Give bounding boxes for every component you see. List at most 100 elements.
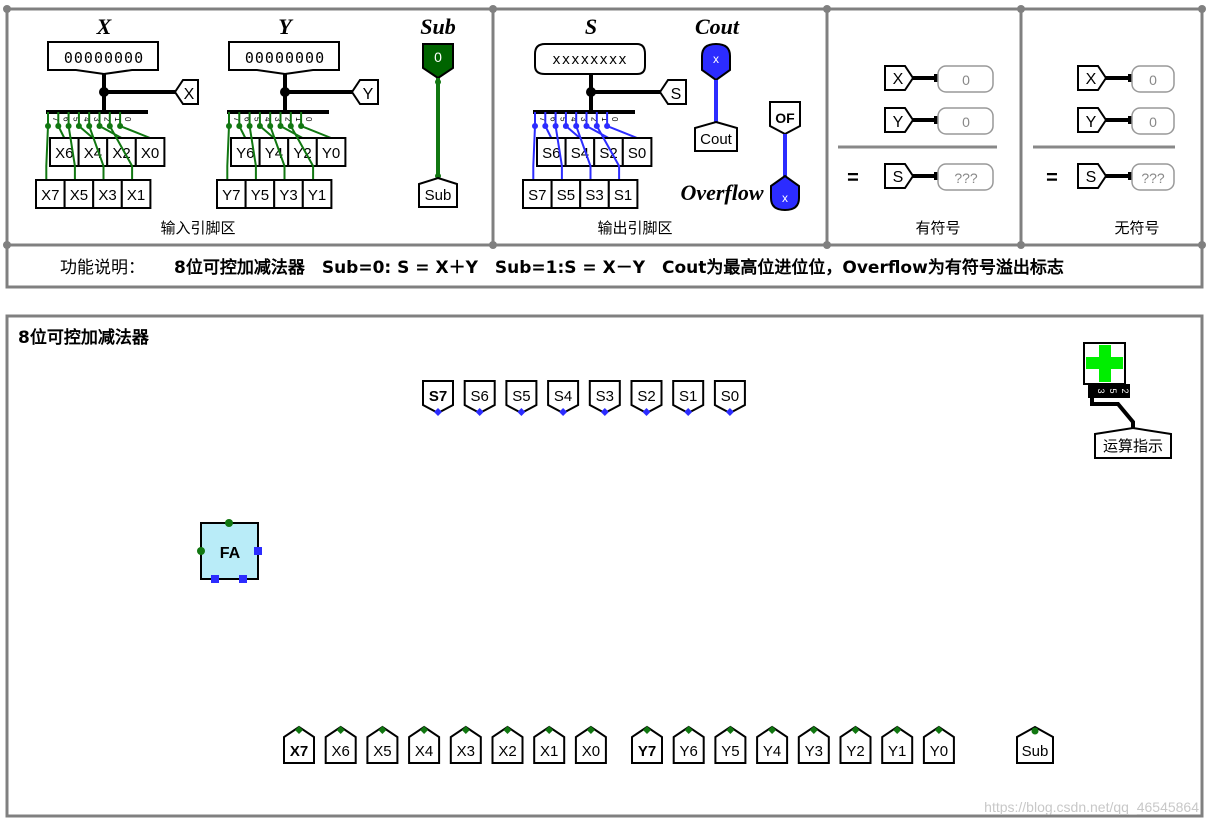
main-input-tunnel[interactable]: Y6 [672, 725, 705, 764]
main-panel-border [5, 314, 1204, 818]
s-bottom-pin[interactable]: S7 [522, 179, 553, 209]
main-input-tunnel[interactable]: X4 [408, 725, 441, 764]
s-top-pin[interactable]: S2 [593, 137, 624, 167]
x-split-bit: 7 [51, 117, 60, 122]
s-bus-label: S [585, 14, 597, 39]
sub-label: Sub [420, 14, 455, 39]
main-input-port [726, 726, 735, 734]
main-input-tunnel[interactable]: X2 [491, 725, 524, 764]
y-top-pin-label: Y6 [236, 145, 254, 162]
main-output-port [642, 408, 651, 416]
cout-output-pin: x [701, 42, 731, 82]
s-tunnel-label: S [671, 86, 682, 103]
main-output-tunnel[interactable]: S1 [672, 380, 705, 416]
overflow-output-value: x [782, 191, 788, 205]
sub-tunnel[interactable]: Sub [418, 176, 458, 208]
x-bus-junction [99, 87, 109, 97]
s-bottom-pin[interactable]: S5 [550, 179, 582, 209]
full-adder-block[interactable]: FA [197, 519, 262, 583]
main-input-tunnel[interactable]: X3 [449, 725, 482, 764]
unsigned-y-tunnel[interactable]: Y [1077, 107, 1108, 133]
y-bottom-pin-label: Y3 [279, 187, 297, 204]
main-input-tunnel[interactable]: Y3 [797, 725, 830, 764]
signed-s-value: ??? [954, 170, 978, 186]
x-top-pin[interactable]: X2 [106, 137, 137, 167]
overflow-label: Overflow [680, 180, 763, 205]
signed-x-tunnel[interactable]: X [884, 65, 915, 91]
cout-tunnel[interactable]: Cout [694, 120, 738, 152]
y-input-pin[interactable]: 00000000 [228, 41, 340, 76]
main-sub-label: Sub [1022, 743, 1049, 760]
main-input-label: X6 [332, 743, 350, 760]
sub-input-pin[interactable]: 0 [422, 43, 454, 80]
main-output-port [600, 408, 609, 416]
s-bottom-pin[interactable]: S3 [579, 179, 610, 209]
signed-s-probe: ??? [937, 163, 994, 191]
main-input-tunnel[interactable]: Y2 [839, 725, 872, 764]
main-input-tunnel[interactable]: Y0 [922, 725, 955, 764]
frame-joints [3, 5, 1206, 249]
x-top-pin[interactable]: X4 [77, 137, 109, 167]
x-tunnel[interactable]: X [173, 79, 199, 105]
x-split-bit: 4 [82, 117, 91, 122]
main-output-tunnel[interactable]: S4 [547, 380, 580, 416]
y-tunnel[interactable]: Y [350, 79, 379, 105]
x-bottom-pin-label: X7 [41, 187, 59, 204]
signed-area: X 0 Y 0 = S ??? 有符号 [838, 65, 997, 237]
y-tunnel-label: Y [363, 86, 374, 103]
unsigned-area-caption: 无符号 [1114, 219, 1159, 237]
y-bottom-pin[interactable]: Y5 [244, 179, 276, 209]
x-bottom-pin[interactable]: X3 [92, 179, 123, 209]
main-input-tunnel[interactable]: X6 [324, 725, 357, 764]
y-bottom-pin[interactable]: Y7 [216, 179, 247, 209]
of-tunnel[interactable]: OF [769, 101, 801, 136]
y-bottom-pin[interactable]: Y3 [273, 179, 304, 209]
x-top-pin[interactable]: X0 [134, 137, 166, 167]
main-output-tunnel[interactable]: S3 [588, 380, 621, 416]
of-tunnel-label: OF [775, 110, 795, 126]
main-input-tunnel[interactable]: Y7 [631, 725, 663, 764]
unsigned-s-value: ??? [1141, 170, 1165, 186]
main-input-tunnel[interactable]: Y5 [714, 725, 747, 764]
s-bottom-pin[interactable]: S1 [607, 179, 639, 209]
main-input-tunnel[interactable]: X1 [533, 725, 566, 764]
main-output-port [434, 408, 442, 416]
x-bottom-pin[interactable]: X7 [35, 179, 66, 209]
main-input-tunnel[interactable]: X5 [366, 725, 399, 764]
main-output-tunnel[interactable]: S5 [505, 380, 538, 416]
y-split-bit: 1 [294, 117, 303, 122]
main-output-tunnel[interactable]: S0 [713, 380, 746, 416]
y-bottom-pin[interactable]: Y1 [301, 179, 333, 209]
watermark: https://blog.csdn.net/qq_46545864 [984, 799, 1199, 815]
unsigned-x-tunnel[interactable]: X [1077, 65, 1108, 91]
x-bottom-pin[interactable]: X5 [63, 179, 95, 209]
y-bottom-pin-label: Y7 [222, 187, 240, 204]
signed-y-tunnel[interactable]: Y [884, 107, 915, 133]
main-input-tunnel[interactable]: X7 [283, 725, 315, 764]
main-input-tunnel[interactable]: Y1 [881, 725, 914, 764]
y-bus-label: Y [278, 14, 294, 39]
main-input-label: Y4 [763, 743, 781, 760]
x-bottom-pin[interactable]: X1 [120, 179, 152, 209]
main-output-tunnel[interactable]: S2 [630, 380, 663, 416]
y-top-pin[interactable]: Y2 [287, 137, 318, 167]
main-output-label: S7 [429, 388, 447, 405]
y-top-pin[interactable]: Y0 [315, 137, 347, 167]
unsigned-s-tunnel-label: S [1086, 169, 1097, 186]
signed-s-tunnel[interactable]: S [884, 163, 915, 189]
unsigned-s-tunnel[interactable]: S [1077, 163, 1108, 189]
main-output-tunnel[interactable]: S7 [422, 380, 454, 416]
signed-y-probe: 0 [937, 107, 994, 135]
main-output-port [684, 408, 693, 416]
main-sub-tunnel[interactable]: Sub [1016, 725, 1054, 764]
main-output-tunnel[interactable]: S6 [463, 380, 496, 416]
main-input-tunnel[interactable]: X0 [574, 725, 607, 764]
x-input-pin[interactable]: 00000000 [47, 41, 159, 76]
main-panel-title: 8位可控加减法器 [18, 327, 150, 348]
main-input-tunnel[interactable]: Y4 [756, 725, 789, 764]
s-tunnel[interactable]: S [658, 79, 687, 105]
s-top-pin[interactable]: S0 [621, 137, 653, 167]
